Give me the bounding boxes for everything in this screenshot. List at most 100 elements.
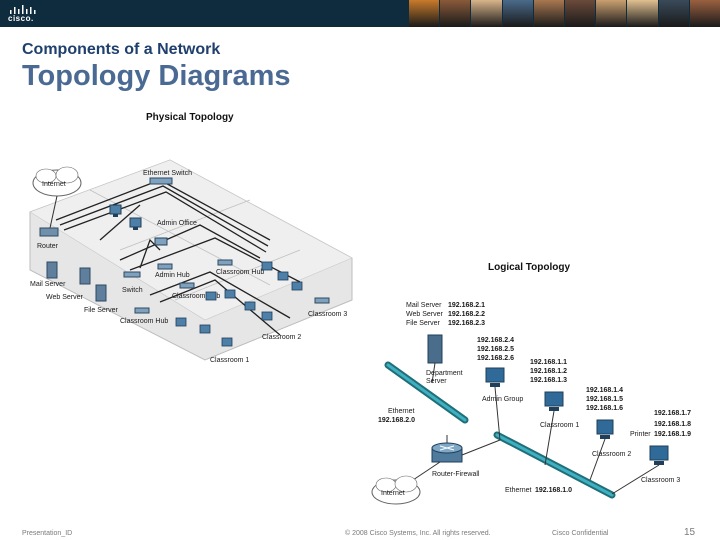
classroom-hub-icon bbox=[134, 307, 150, 314]
footer-page-number: 15 bbox=[684, 527, 696, 538]
header-bar: cisco. bbox=[0, 0, 720, 27]
floor-plan-top bbox=[29, 159, 353, 321]
label-mail-server-logical: Mail Server bbox=[406, 302, 442, 309]
ip-file-server: 192.168.2.3 bbox=[448, 320, 485, 327]
ip-dept-2: 192.168.2.5 bbox=[477, 346, 514, 353]
header-photo bbox=[689, 0, 720, 27]
classroom-pcs bbox=[175, 261, 303, 347]
footer-copyright: © 2008 Cisco Systems, Inc. All rights re… bbox=[345, 530, 491, 537]
label-web-server-logical: Web Server bbox=[406, 311, 443, 318]
classroom-hub-icon bbox=[217, 259, 233, 266]
footer-presentation-id: Presentation_ID bbox=[22, 530, 73, 537]
pc-icon bbox=[224, 289, 236, 299]
logical-topology-heading: Logical Topology bbox=[488, 262, 570, 273]
floor-wall bbox=[119, 199, 251, 251]
switch-icon bbox=[123, 271, 141, 278]
ethernet-switch-icon bbox=[149, 177, 173, 185]
ip-class2-1: 192.168.1.7 bbox=[654, 410, 691, 417]
printer-icon bbox=[596, 419, 614, 439]
label-mail-server: Mail Server bbox=[30, 281, 66, 288]
ip-dept-3: 192.168.2.6 bbox=[477, 355, 514, 362]
label-printer: Printer bbox=[630, 431, 651, 438]
server-icon bbox=[79, 267, 91, 285]
admin-hub-icon bbox=[157, 263, 173, 270]
label-department: Department bbox=[426, 370, 463, 377]
pc-icon bbox=[109, 204, 122, 217]
ethernet-segment-lower-highlight bbox=[495, 433, 614, 497]
internet-link bbox=[49, 195, 58, 229]
logical-topology: Logical Topology Mail Server 192.168.2.1… bbox=[371, 262, 691, 505]
footer-confidential: Cisco Confidential bbox=[552, 530, 609, 537]
router-lower-link bbox=[461, 439, 501, 456]
label-classroom-2: Classroom 2 bbox=[262, 334, 301, 341]
classroom-1-pc-icon bbox=[544, 391, 564, 411]
pc-icon bbox=[129, 217, 142, 230]
pc-icon bbox=[261, 261, 273, 271]
header-photo bbox=[565, 0, 596, 27]
cisco-logo-text: cisco. bbox=[8, 14, 34, 23]
internet-cloud-icon bbox=[32, 166, 82, 197]
label-classroom-3-logical: Classroom 3 bbox=[641, 477, 680, 484]
pc-icon bbox=[175, 317, 187, 327]
label-classroom-hub-c: Classroom Hub bbox=[120, 318, 168, 325]
label-classroom-3: Classroom 3 bbox=[308, 311, 347, 318]
label-classroom-2-logical: Classroom 2 bbox=[592, 451, 631, 458]
ip-class2-3: 192.168.1.9 bbox=[654, 431, 691, 438]
classroom-1-link bbox=[544, 410, 555, 466]
pc-icon bbox=[291, 281, 303, 291]
internet-cloud-icon bbox=[371, 475, 421, 505]
header-photo bbox=[627, 0, 658, 27]
label-admin-hub: Admin Hub bbox=[155, 272, 190, 279]
header-photo-strip bbox=[408, 0, 720, 27]
header-photo bbox=[502, 0, 533, 27]
printer-icon bbox=[314, 297, 330, 304]
label-server: Server bbox=[426, 378, 447, 385]
ip-admin-1: 192.168.1.1 bbox=[530, 359, 567, 366]
classroom-hub-icon bbox=[179, 282, 195, 289]
classroom-3-pc-icon bbox=[649, 445, 669, 465]
slide-title: Topology Diagrams bbox=[22, 60, 291, 92]
ip-class1-1: 192.168.1.4 bbox=[586, 387, 623, 394]
classroom-3-link bbox=[611, 464, 660, 495]
pc-icon bbox=[205, 291, 217, 301]
department-server-icon bbox=[427, 334, 443, 364]
cisco-logo-icon bbox=[10, 5, 36, 14]
ip-web-server: 192.168.2.2 bbox=[448, 311, 485, 318]
label-router: Router bbox=[37, 243, 59, 250]
admin-link bbox=[494, 386, 501, 441]
admin-pc-icon bbox=[485, 367, 505, 387]
pc-icon bbox=[199, 324, 211, 334]
pc-icon bbox=[261, 311, 273, 321]
router-internet-link bbox=[409, 461, 441, 483]
label-file-server-logical: File Server bbox=[406, 320, 441, 327]
label-admin-office: Admin Office bbox=[157, 220, 197, 227]
ethernet-segment-upper-highlight bbox=[386, 363, 467, 422]
physical-topology: Physical Topology Internet Ro bbox=[29, 112, 353, 364]
ip-admin-2: 192.168.1.2 bbox=[530, 368, 567, 375]
ip-class1-2: 192.168.1.5 bbox=[586, 396, 623, 403]
ip-class1-3: 192.168.1.6 bbox=[586, 405, 623, 412]
label-router-firewall: Router-Firewall bbox=[432, 471, 480, 478]
label-switch: Switch bbox=[122, 287, 143, 294]
ip-ethernet: 192.168.2.0 bbox=[378, 417, 415, 424]
header-photo bbox=[658, 0, 689, 27]
label-ethernet: Ethernet bbox=[388, 408, 415, 415]
label-admin-group: Admin Group bbox=[482, 396, 523, 403]
server-link bbox=[431, 362, 436, 384]
ip-dept-1: 192.168.2.4 bbox=[477, 337, 514, 344]
label-file-server: File Server bbox=[84, 307, 119, 314]
label-ethernet-bottom: Ethernet bbox=[505, 487, 532, 494]
ip-admin-3: 192.168.1.3 bbox=[530, 377, 567, 384]
header-photo bbox=[471, 0, 502, 27]
printer-link bbox=[589, 438, 606, 481]
pc-icon bbox=[221, 337, 233, 347]
label-classroom-1-logical: Classroom 1 bbox=[540, 422, 579, 429]
ip-mail-server: 192.168.2.1 bbox=[448, 302, 485, 309]
label-classroom-hub-b: Classroom Hub bbox=[172, 293, 220, 300]
pc-icon bbox=[244, 301, 256, 311]
header-photo bbox=[533, 0, 565, 27]
header-photo bbox=[596, 0, 627, 27]
label-internet: Internet bbox=[42, 181, 66, 188]
physical-topology-heading: Physical Topology bbox=[146, 112, 234, 123]
